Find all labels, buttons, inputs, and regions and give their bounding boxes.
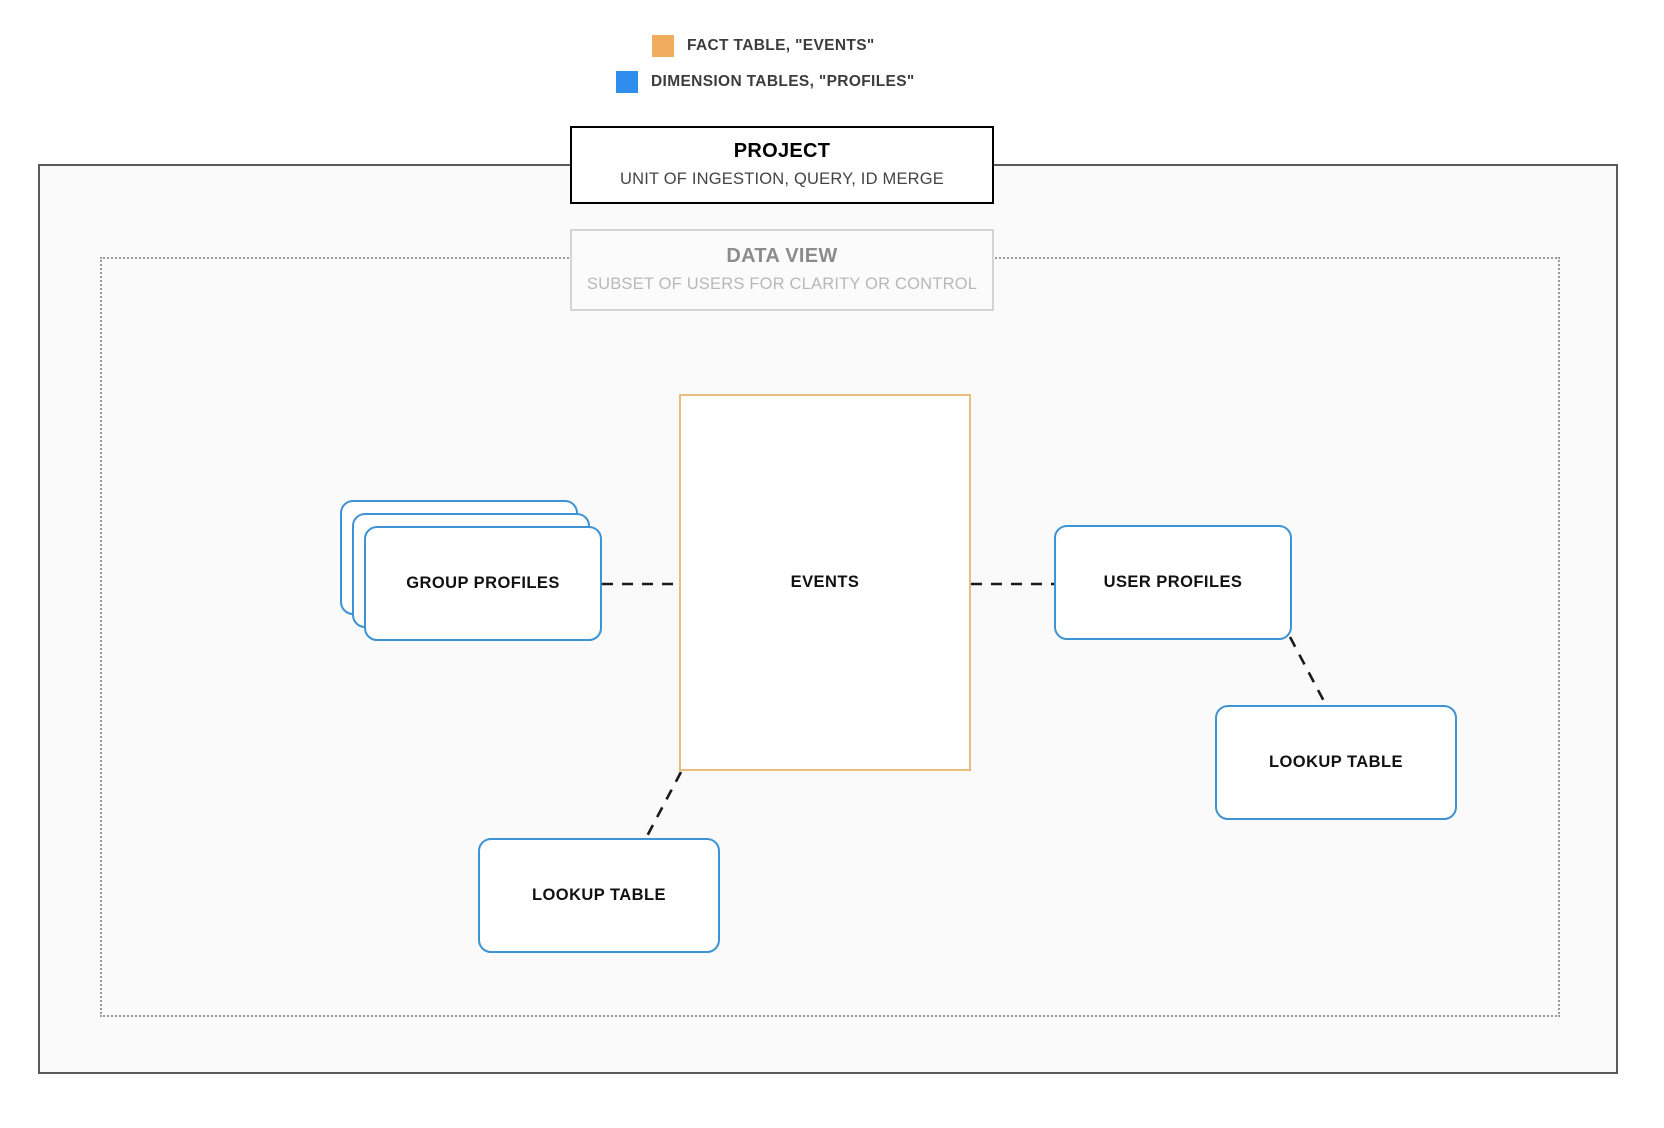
project-title: PROJECT bbox=[733, 140, 831, 163]
square-swatch-icon bbox=[616, 71, 638, 93]
group-profiles-stack-card-front[interactable]: GROUP PROFILES bbox=[364, 526, 602, 641]
node-events[interactable]: EVENTS bbox=[679, 394, 971, 771]
node-group-profiles-label: GROUP PROFILES bbox=[406, 574, 560, 592]
data-view-title: DATA VIEW bbox=[726, 245, 838, 268]
project-subtitle: UNIT OF INGESTION, QUERY, ID MERGE bbox=[619, 170, 944, 189]
legend-item-dimension-tables: DIMENSION TABLES, "PROFILES" bbox=[616, 71, 915, 93]
node-lookup-table-right-label: LOOKUP TABLE bbox=[1268, 753, 1404, 771]
data-view-label-box: DATA VIEW SUBSET OF USERS FOR CLARITY OR… bbox=[570, 229, 994, 311]
data-view-subtitle: SUBSET OF USERS FOR CLARITY OR CONTROL bbox=[586, 275, 978, 294]
node-lookup-table-left-label: LOOKUP TABLE bbox=[531, 886, 667, 904]
legend-item-dimension-tables-label: DIMENSION TABLES, "PROFILES" bbox=[651, 73, 915, 90]
square-swatch-icon bbox=[652, 35, 674, 57]
legend-item-fact-table: FACT TABLE, "EVENTS" bbox=[652, 35, 875, 57]
node-lookup-table-right[interactable]: LOOKUP TABLE bbox=[1215, 705, 1457, 820]
project-label-box: PROJECT UNIT OF INGESTION, QUERY, ID MER… bbox=[570, 126, 994, 204]
node-group-profiles[interactable]: GROUP PROFILES bbox=[340, 500, 602, 645]
legend-item-fact-table-label: FACT TABLE, "EVENTS" bbox=[687, 37, 875, 54]
node-user-profiles[interactable]: USER PROFILES bbox=[1054, 525, 1292, 640]
node-events-label: EVENTS bbox=[790, 573, 860, 591]
node-lookup-table-left[interactable]: LOOKUP TABLE bbox=[478, 838, 720, 953]
node-user-profiles-label: USER PROFILES bbox=[1103, 573, 1243, 591]
